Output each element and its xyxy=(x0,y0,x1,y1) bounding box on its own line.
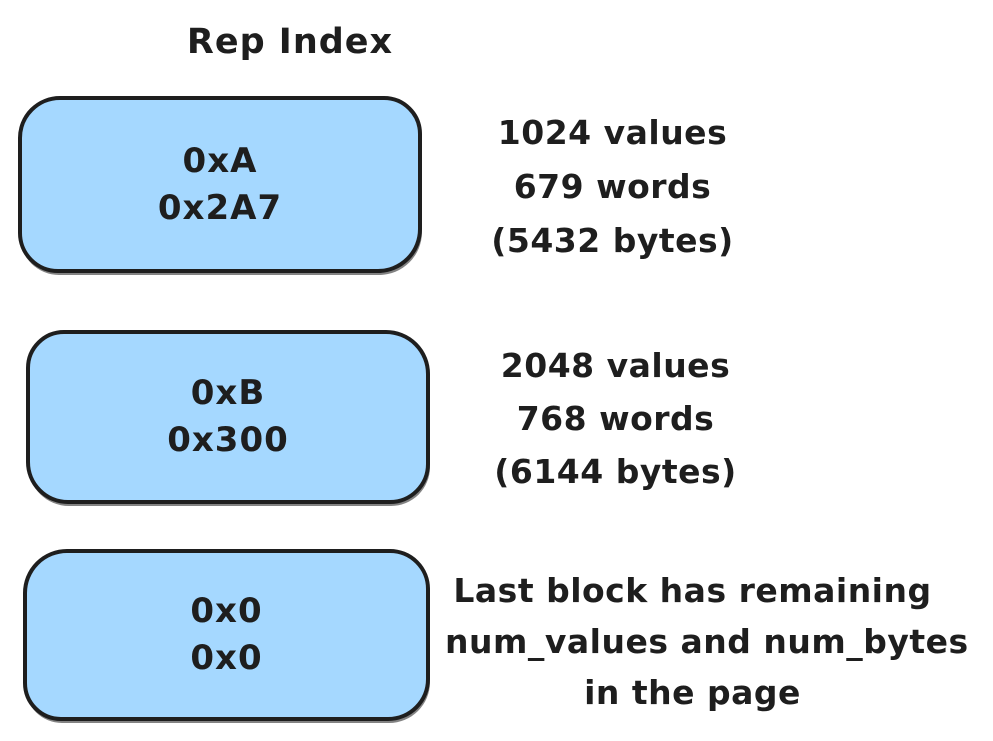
block-1-annotation-line-2: 679 words xyxy=(513,167,712,206)
block-3-annotation-line-1: Last block has remaining xyxy=(453,571,932,610)
block-2-annotation-line-3: (6144 bytes) xyxy=(494,452,737,491)
rep-index-block-2: 0xB 0x300 xyxy=(26,330,430,504)
block-2-annotation-line-1: 2048 values xyxy=(500,346,731,385)
block-3-value-1: 0x0 xyxy=(190,591,263,631)
block-3-annotation-line-3: in the page xyxy=(584,673,801,712)
block-2-value-2: 0x300 xyxy=(167,420,289,460)
block-1-annotation-line-1: 1024 values xyxy=(497,113,728,152)
block-2-value-1: 0xB xyxy=(190,373,266,413)
rep-index-block-1: 0xA 0x2A7 xyxy=(18,96,422,273)
block-3-annotation: Last block has remaining num_values and … xyxy=(445,565,969,718)
block-1-value-2: 0x2A7 xyxy=(157,187,283,228)
block-3-annotation-line-2: num_values and num_bytes xyxy=(445,622,969,661)
block-1-value-1: 0xA xyxy=(182,140,258,181)
rep-index-block-3: 0x0 0x0 xyxy=(23,549,430,721)
block-1-annotation-line-3: (5432 bytes) xyxy=(491,221,734,260)
diagram-title: Rep Index xyxy=(186,22,394,62)
block-3-value-2: 0x0 xyxy=(190,638,263,678)
block-2-annotation-line-2: 768 words xyxy=(516,399,715,438)
block-1-annotation: 1024 values 679 words (5432 bytes) xyxy=(455,106,770,268)
block-2-annotation: 2048 values 768 words (6144 bytes) xyxy=(458,339,773,498)
